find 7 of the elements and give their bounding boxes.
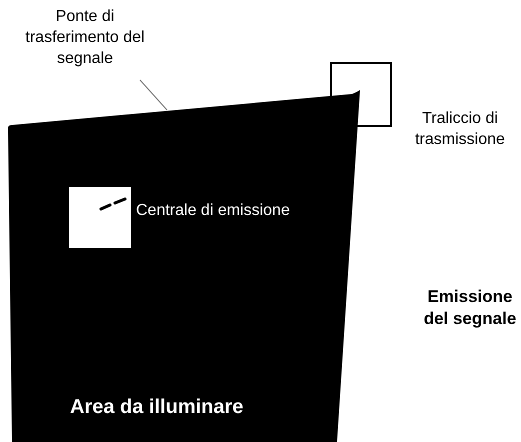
section-heading: Emissione del segnale (422, 286, 518, 330)
tower-label: Traliccio di trasmissione (414, 109, 506, 150)
station-label: Centrale di emissione (136, 202, 290, 220)
area-label: Area da illuminare (70, 396, 244, 419)
leader-line (140, 80, 168, 110)
station-square (69, 187, 131, 248)
bridge-label: Ponte di trasferimento del segnale (24, 7, 146, 69)
